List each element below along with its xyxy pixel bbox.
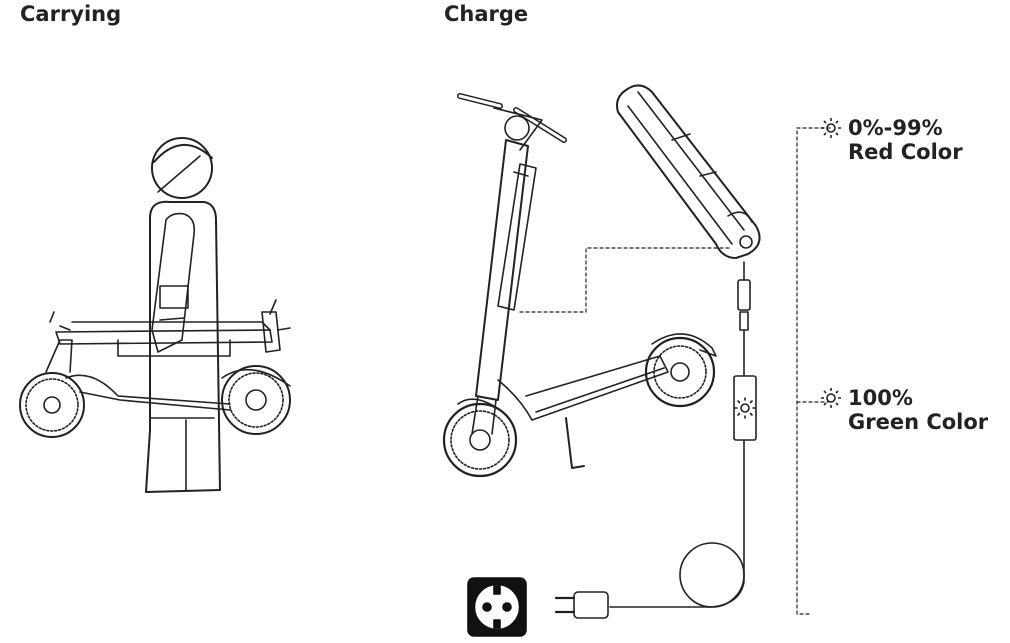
person-figure [145,137,221,493]
indicator-red: 0%-99% Red Color [820,116,963,164]
charge-illustration [442,84,831,637]
charging-cable [554,261,757,619]
indicator-green-range: 100% [848,386,913,410]
indicator-red-range: 0%-99% [848,116,943,140]
indicator-red-label: Red Color [848,140,963,164]
power-outlet-icon [467,577,527,637]
folded-scooter-rear-wheel [19,372,85,438]
charge-title: Charge [444,2,529,26]
led-sun-icon [821,388,841,408]
indicator-green: 100% Green Color [820,386,988,434]
battery-pack [616,84,761,259]
led-sun-icon [821,118,841,138]
dashed-leaders [519,127,831,615]
scooter [442,93,717,478]
carrying-illustration [19,137,291,493]
folded-scooter-front-wheel [221,365,291,435]
charger-led-icon [734,397,756,419]
indicator-green-label: Green Color [848,410,989,434]
carrying-title: Carrying [20,2,122,26]
